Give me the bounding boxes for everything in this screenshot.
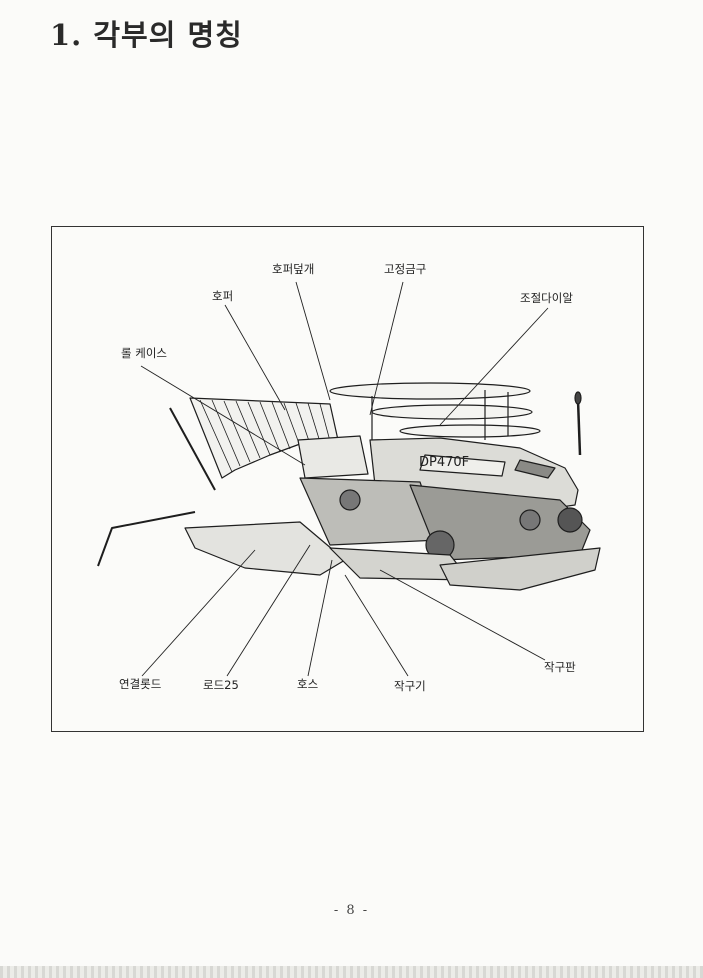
callout-roll-case: 롤 케이스 (121, 346, 167, 360)
callout-hose: 호스 (297, 677, 319, 691)
callout-hopper-lid: 호퍼덮개 (272, 262, 315, 276)
scan-edge (0, 966, 703, 978)
callout-fixing-bracket: 고정금구 (384, 262, 427, 276)
callout-rod25: 로드25 (203, 678, 239, 692)
callout-hopper: 호퍼 (212, 289, 234, 303)
model-label: DP470F (419, 455, 469, 470)
callout-furrow-opener: 작구기 (394, 679, 426, 693)
callout-adjust-dial: 조절다이알 (520, 291, 573, 305)
page-number: - 8 - (333, 903, 370, 918)
callout-connecting-rod: 연결롯드 (119, 677, 162, 691)
parts-diagram-frame (51, 226, 644, 732)
callout-furrow-plate: 작구판 (544, 660, 576, 674)
page-title: 1. 각부의 명칭 (50, 18, 243, 52)
